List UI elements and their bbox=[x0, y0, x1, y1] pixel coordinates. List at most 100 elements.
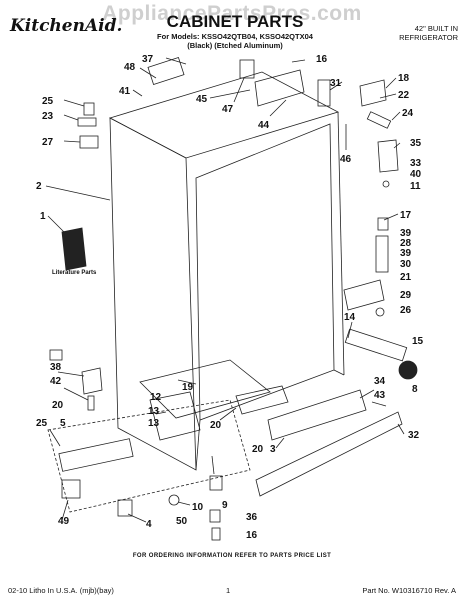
callout: 34 bbox=[374, 376, 386, 387]
cabinet-opening bbox=[195, 123, 335, 421]
callout: 20 bbox=[210, 420, 222, 431]
top-part-45 bbox=[254, 69, 305, 107]
cabinet-bottom-edge-right bbox=[333, 369, 345, 376]
callout: 45 bbox=[196, 94, 208, 105]
literature-parts-label: Literature Parts bbox=[52, 270, 97, 276]
callout: 49 bbox=[58, 516, 70, 527]
part-29 bbox=[343, 279, 385, 311]
callout: 19 bbox=[182, 382, 194, 393]
part-19 bbox=[235, 385, 289, 415]
callout: 41 bbox=[119, 86, 131, 97]
callout-labels: 37 48 41 45 47 16 31 18 22 24 25 23 27 4… bbox=[36, 54, 424, 541]
roller-4 bbox=[117, 499, 133, 517]
part-28-stack bbox=[375, 235, 389, 273]
callout: 25 bbox=[36, 418, 48, 429]
callout: 31 bbox=[330, 78, 342, 89]
part-42 bbox=[49, 349, 63, 361]
callout: 8 bbox=[412, 384, 418, 395]
callout: 3 bbox=[270, 444, 276, 455]
screw-25 bbox=[83, 102, 95, 116]
callout: 42 bbox=[50, 376, 62, 387]
ordering-note: FOR ORDERING INFORMATION REFER TO PARTS … bbox=[132, 553, 332, 559]
callout: 28 bbox=[400, 238, 412, 249]
part-35 bbox=[377, 139, 399, 173]
screw-20 bbox=[87, 395, 95, 411]
product-type: 42" BUILT IN REFRIGERATOR bbox=[350, 24, 458, 42]
callout: 22 bbox=[398, 90, 410, 101]
callout: 16 bbox=[316, 54, 328, 65]
grille-34 bbox=[267, 389, 367, 441]
base-frame-outline bbox=[47, 399, 251, 513]
part-26 bbox=[375, 307, 385, 317]
page-title: CABINET PARTS bbox=[166, 12, 304, 31]
callout: 12 bbox=[150, 392, 162, 403]
callout: 40 bbox=[410, 169, 422, 180]
callout: 14 bbox=[344, 312, 356, 323]
callout: 44 bbox=[258, 120, 270, 131]
top-part-31 bbox=[317, 79, 331, 107]
leveler-49 bbox=[61, 479, 81, 499]
callout: 27 bbox=[42, 137, 54, 148]
litho-info: 02-10 Litho In U.S.A. (mjb)(bay) bbox=[8, 586, 114, 595]
callout: 50 bbox=[176, 516, 188, 527]
screw-16 bbox=[211, 527, 221, 541]
callout: 5 bbox=[60, 418, 66, 429]
callout: 17 bbox=[400, 210, 412, 221]
cabinet-back-edge bbox=[337, 111, 345, 376]
part-15 bbox=[344, 328, 408, 362]
callout: 32 bbox=[408, 430, 420, 441]
literature-book bbox=[61, 227, 87, 271]
base-cover bbox=[139, 359, 271, 419]
model-numbers: For Models: KSSO42QTB04, KSSO42QTX04 bbox=[157, 32, 313, 41]
knob-8 bbox=[398, 360, 418, 380]
callout: 33 bbox=[410, 158, 422, 169]
callout: 37 bbox=[142, 54, 154, 65]
callout: 24 bbox=[402, 108, 414, 119]
cabinet-top bbox=[108, 71, 340, 159]
callout: 11 bbox=[410, 181, 421, 192]
callout: 4 bbox=[146, 519, 152, 530]
part-17 bbox=[377, 217, 389, 231]
callout: 20 bbox=[52, 400, 64, 411]
callout: 43 bbox=[374, 390, 386, 401]
watermark: AppliancePartsPros.com bbox=[102, 2, 362, 25]
callout: 30 bbox=[400, 259, 412, 270]
callout: 35 bbox=[410, 138, 422, 149]
callout: 46 bbox=[340, 154, 352, 165]
kick-plate-32 bbox=[255, 411, 403, 497]
callout: 13 bbox=[148, 418, 160, 429]
callout: 26 bbox=[400, 305, 412, 316]
callout: 15 bbox=[412, 336, 424, 347]
callout: 38 bbox=[50, 362, 62, 373]
part-36 bbox=[209, 509, 221, 523]
callout: 1 bbox=[40, 211, 46, 222]
callout: 21 bbox=[400, 272, 412, 283]
callout: 48 bbox=[124, 62, 136, 73]
callout: 25 bbox=[42, 96, 54, 107]
part-13 bbox=[149, 391, 201, 441]
callout: 29 bbox=[400, 290, 412, 301]
callout: 16 bbox=[246, 530, 258, 541]
callout: 39 bbox=[400, 248, 412, 259]
part-50 bbox=[168, 494, 180, 506]
top-part-47 bbox=[239, 59, 255, 79]
callout: 9 bbox=[222, 500, 228, 511]
part-23 bbox=[77, 117, 97, 127]
top-bracket-48 bbox=[147, 56, 185, 86]
part-24 bbox=[366, 111, 392, 129]
part-18 bbox=[359, 79, 387, 107]
callout: 2 bbox=[36, 181, 42, 192]
model-colors: (Black) (Etched Aluminum) bbox=[187, 41, 283, 50]
callout: 36 bbox=[246, 512, 258, 523]
part-9 bbox=[209, 475, 223, 491]
product-type-line-1: 42" BUILT IN bbox=[414, 24, 458, 33]
callout: 13 bbox=[148, 406, 160, 417]
callout: 20 bbox=[252, 444, 264, 455]
callout: 47 bbox=[222, 104, 234, 115]
callout: 18 bbox=[398, 73, 410, 84]
product-type-line-2: REFRIGERATOR bbox=[399, 33, 458, 42]
part-number: Part No. W10316710 Rev. A bbox=[362, 586, 456, 595]
callout: 39 bbox=[400, 228, 412, 239]
callout: 10 bbox=[192, 502, 204, 513]
